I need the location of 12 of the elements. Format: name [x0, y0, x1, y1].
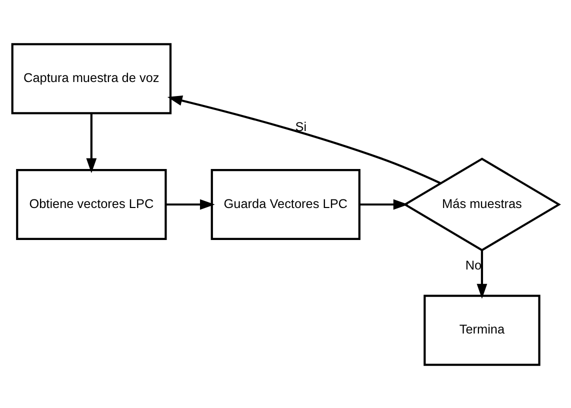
node-box: Obtiene vectores LPC [16, 168, 167, 240]
edge-label: Si [295, 118, 307, 134]
node-diamond: Más muestras [402, 157, 561, 251]
node-box: Termina [424, 294, 540, 366]
arrow [86, 112, 97, 173]
arrow [476, 250, 488, 298]
edge-label: No [465, 256, 482, 272]
arrow [166, 198, 215, 210]
arrow [360, 198, 408, 210]
node-box: Captura muestra de voz [11, 42, 172, 114]
node-box: Guarda Vectores LPC [210, 168, 360, 240]
arrow [167, 95, 441, 184]
